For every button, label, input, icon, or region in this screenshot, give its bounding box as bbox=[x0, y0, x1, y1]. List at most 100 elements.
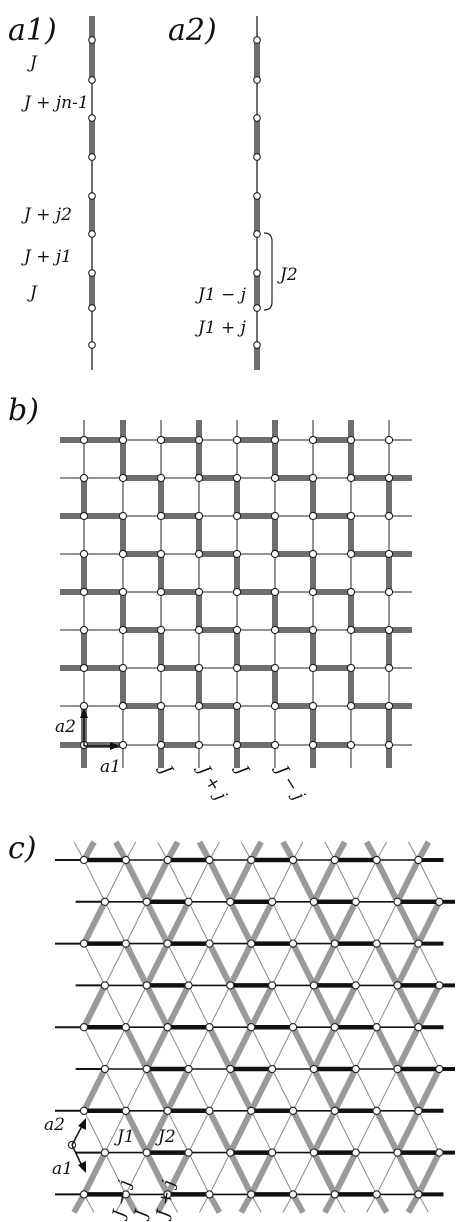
diagonal-bond bbox=[227, 1067, 254, 1113]
site-node bbox=[194, 587, 204, 597]
panel-a2-label: a2) bbox=[168, 13, 217, 48]
diagonal-bond bbox=[355, 1110, 378, 1153]
diagonal-bond bbox=[188, 1068, 210, 1112]
site-node bbox=[156, 663, 166, 673]
diagonal-bond bbox=[144, 1025, 171, 1071]
site-node bbox=[118, 587, 128, 597]
diagonal-bond bbox=[415, 984, 442, 1029]
diagonal-bond bbox=[376, 1068, 398, 1112]
diagonal-bond bbox=[227, 984, 254, 1029]
diagonal-bond bbox=[123, 1109, 150, 1154]
site-node bbox=[88, 192, 96, 200]
site-node bbox=[79, 473, 89, 483]
c-vector-label-a1: a1 bbox=[52, 1159, 73, 1179]
diagonal-bond bbox=[355, 1068, 378, 1112]
diagonal-bond bbox=[188, 1152, 210, 1195]
site-node bbox=[351, 1148, 360, 1157]
site-node bbox=[330, 855, 339, 865]
site-node bbox=[384, 549, 394, 559]
diagonal-bond bbox=[334, 943, 357, 986]
site-node bbox=[88, 36, 96, 44]
diagonal-bond bbox=[311, 1025, 338, 1071]
site-node bbox=[270, 435, 280, 445]
c-bond-label-J1: J1 bbox=[114, 1127, 135, 1147]
site-node bbox=[100, 897, 110, 906]
c-a1-arrow-line bbox=[71, 1144, 83, 1167]
diagonal-bond bbox=[271, 943, 294, 986]
diagonal-bond bbox=[104, 943, 127, 986]
diagonal-bond bbox=[227, 1025, 254, 1071]
site-node bbox=[435, 897, 444, 906]
diagonal-bond bbox=[271, 1068, 294, 1112]
diagonal-bond bbox=[206, 942, 233, 987]
site-node bbox=[253, 230, 261, 238]
diagonal-bond bbox=[355, 1152, 378, 1195]
diagonal-bond bbox=[167, 1026, 189, 1070]
diagonal-bond bbox=[394, 858, 422, 904]
b-column-label: J bbox=[230, 760, 253, 780]
site-node bbox=[118, 701, 128, 711]
site-node bbox=[308, 549, 318, 559]
diagonal-bond bbox=[188, 859, 210, 903]
diagonal-bond bbox=[144, 942, 171, 987]
diagonal-bond bbox=[188, 943, 210, 986]
site-node bbox=[156, 740, 166, 750]
diagonal-bond bbox=[394, 1151, 422, 1196]
site-node bbox=[88, 269, 96, 277]
diagonal-bond bbox=[311, 1109, 338, 1154]
diagonal-bond bbox=[292, 1152, 315, 1195]
site-node bbox=[270, 549, 280, 559]
diagonal-bond bbox=[376, 985, 398, 1028]
site-node bbox=[118, 435, 128, 445]
site-node bbox=[267, 981, 277, 990]
diagonal-bond bbox=[206, 1109, 233, 1154]
diagonal-bond bbox=[311, 1151, 338, 1196]
a1-arrow-head bbox=[110, 742, 120, 750]
site-node bbox=[384, 740, 394, 750]
diagonal-bond bbox=[164, 1151, 192, 1196]
diagonal-bond bbox=[164, 900, 192, 945]
site-node bbox=[414, 939, 423, 948]
lattice-vector-a1 bbox=[71, 1144, 86, 1173]
diagonal-bond bbox=[376, 901, 398, 944]
diagonal-bond bbox=[83, 943, 106, 986]
diagonal-bond bbox=[144, 1151, 171, 1196]
site-node bbox=[100, 981, 110, 990]
site-node bbox=[435, 1148, 444, 1157]
site-node bbox=[88, 153, 96, 161]
site-node bbox=[351, 1064, 360, 1074]
diagonal-bond bbox=[292, 985, 315, 1028]
b-column-label: J − j bbox=[270, 760, 309, 805]
site-node bbox=[184, 897, 193, 906]
site-node bbox=[247, 855, 256, 865]
site-node bbox=[253, 192, 261, 200]
site-node bbox=[156, 549, 166, 559]
diagonal-bond bbox=[373, 942, 401, 987]
diagonal-bond bbox=[373, 1025, 401, 1071]
site-node bbox=[346, 625, 356, 635]
site-node bbox=[435, 981, 444, 990]
diagonal-bond bbox=[144, 1109, 171, 1154]
diagonal-bond bbox=[125, 1152, 148, 1195]
site-node bbox=[414, 1023, 423, 1032]
diagonal-bond bbox=[271, 1152, 294, 1195]
site-node bbox=[435, 1064, 444, 1074]
c-a1-arrow-head bbox=[78, 1161, 86, 1173]
diagonal-bond bbox=[164, 984, 192, 1029]
site-node bbox=[156, 511, 166, 521]
site-node bbox=[79, 1023, 89, 1032]
diagonal-bond bbox=[415, 1151, 442, 1196]
site-node bbox=[247, 939, 256, 948]
diagonal-bond bbox=[250, 1026, 273, 1070]
diagonal-bond bbox=[125, 985, 148, 1028]
diagonal-bond bbox=[271, 1110, 294, 1153]
site-node bbox=[308, 663, 318, 673]
square-lattice bbox=[60, 420, 412, 768]
site-node bbox=[253, 304, 261, 312]
diagonal-bond bbox=[248, 900, 275, 945]
diagonal-bond bbox=[290, 858, 317, 904]
site-node bbox=[79, 855, 89, 865]
site-node bbox=[270, 587, 280, 597]
diagonal-bond bbox=[311, 1067, 338, 1113]
